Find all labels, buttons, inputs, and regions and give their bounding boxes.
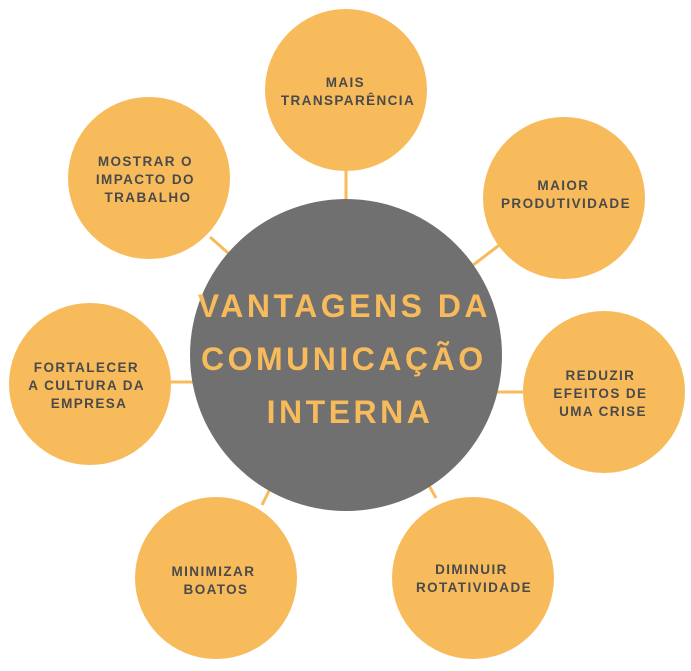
node-label: MAIOR PRODUTIVIDADE: [501, 178, 631, 211]
node-label-line: MAIS: [326, 75, 365, 90]
node-label: FORTALECER A CULTURA DA EMPRESA: [28, 360, 149, 411]
node-circle: [483, 117, 645, 279]
node-label: REDUZIR EFEITOS DE UMA CRISE: [553, 368, 652, 419]
node-circle: [135, 497, 297, 659]
center-title-line: INTERNA: [267, 394, 434, 430]
node-circle: [392, 497, 554, 659]
node-label-line: TRANSPARÊNCIA: [281, 93, 415, 108]
node-label-line: MINIMIZAR: [172, 564, 256, 579]
node-mais-transparencia: MAIS TRANSPARÊNCIA: [265, 9, 427, 171]
node-label-line: ROTATIVIDADE: [416, 580, 532, 595]
node-mostrar-o-impacto-do-trabalho: MOSTRAR O IMPACTO DO TRABALHO: [68, 97, 230, 259]
node-circle: [68, 97, 230, 259]
center-node: VANTAGENS DA COMUNICAÇÃO INTERNA: [190, 199, 502, 511]
center-title-line: VANTAGENS DA: [198, 288, 490, 324]
node-label-line: PRODUTIVIDADE: [501, 196, 631, 211]
node-fortalecer-a-cultura-da-empresa: FORTALECER A CULTURA DA EMPRESA: [9, 303, 171, 465]
node-circle: [523, 311, 685, 473]
node-label-line: EMPRESA: [51, 396, 128, 411]
center-circle: [190, 199, 502, 511]
node-label-line: BOATOS: [184, 582, 249, 597]
node-label: MOSTRAR O IMPACTO DO TRABALHO: [96, 154, 200, 205]
node-label-line: TRABALHO: [105, 190, 192, 205]
node-label-line: MAIOR: [537, 178, 589, 193]
center-title-line: COMUNICAÇÃO: [201, 341, 487, 377]
node-diminuir-rotatividade: DIMINUIR ROTATIVIDADE: [392, 497, 554, 659]
node-reduzir-efeitos-de-uma-crise: REDUZIR EFEITOS DE UMA CRISE: [523, 311, 685, 473]
node-label: MAIS TRANSPARÊNCIA: [281, 75, 415, 108]
node-label-line: REDUZIR: [566, 368, 636, 383]
node-circle: [265, 9, 427, 171]
node-label-line: A CULTURA DA: [28, 378, 144, 393]
node-label-line: MOSTRAR O: [98, 154, 193, 169]
node-maior-produtividade: MAIOR PRODUTIVIDADE: [483, 117, 645, 279]
node-label-line: DIMINUIR: [435, 562, 508, 577]
node-label: DIMINUIR ROTATIVIDADE: [416, 562, 532, 595]
node-circle: [9, 303, 171, 465]
node-label-line: FORTALECER: [34, 360, 139, 375]
node-label-line: EFEITOS DE: [553, 386, 647, 401]
node-label-line: IMPACTO DO: [96, 172, 195, 187]
node-label: MINIMIZAR BOATOS: [172, 564, 261, 597]
node-label-line: UMA CRISE: [559, 404, 647, 419]
node-minimizar-boatos: MINIMIZAR BOATOS: [135, 497, 297, 659]
center-title: VANTAGENS DA COMUNICAÇÃO INTERNA: [198, 288, 502, 430]
